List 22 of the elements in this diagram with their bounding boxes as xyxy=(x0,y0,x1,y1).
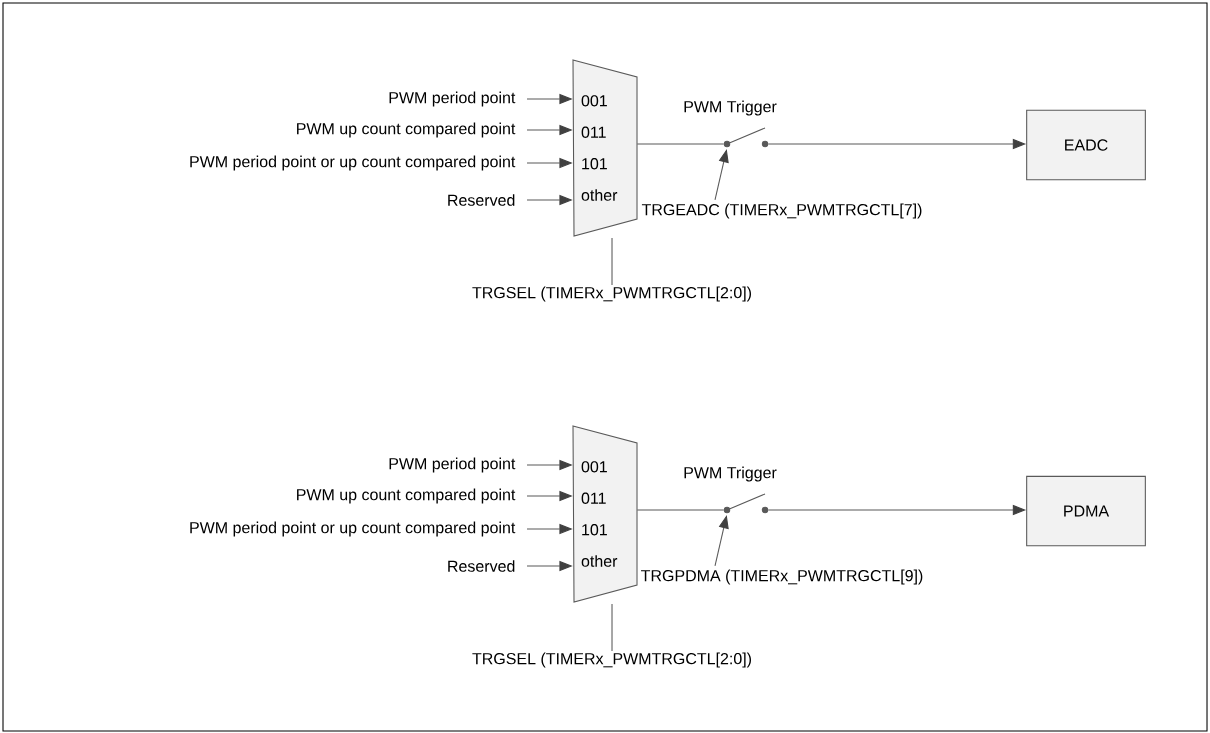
multiplexer: 001 011 101 other xyxy=(572,425,638,603)
block-box: EADC xyxy=(1026,109,1146,181)
control-label: TRGPDMA (TIMERx_PWMTRGCTL[9]) xyxy=(641,569,923,585)
switch-symbol xyxy=(723,127,769,148)
input-label: Reserved xyxy=(448,560,515,572)
input-label: PWM period point or up count compared point xyxy=(190,521,516,537)
switch-label: PWM Trigger xyxy=(684,100,777,116)
input-label: PWM up count compared point xyxy=(297,122,516,138)
input-label: PWM period point or up count compared point xyxy=(190,155,516,171)
switch-symbol xyxy=(723,493,769,514)
switch-label: PWM Trigger xyxy=(684,466,777,482)
input-label: PWM period point xyxy=(389,457,516,473)
control-label: TRGSEL (TIMERx_PWMTRGCTL[2:0]) xyxy=(472,286,751,302)
control-label: TRGSEL (TIMERx_PWMTRGCTL[2:0]) xyxy=(472,652,751,668)
connector-arrow xyxy=(714,149,729,201)
block-box: PDMA xyxy=(1026,475,1146,547)
connector-arrow xyxy=(714,515,729,567)
input-label: PWM period point xyxy=(389,91,516,107)
control-label: TRGEADC (TIMERx_PWMTRGCTL[7]) xyxy=(641,203,922,219)
input-label: PWM up count compared point xyxy=(297,488,516,504)
multiplexer: 001 011 101 other xyxy=(572,59,638,237)
input-label: Reserved xyxy=(448,194,515,206)
